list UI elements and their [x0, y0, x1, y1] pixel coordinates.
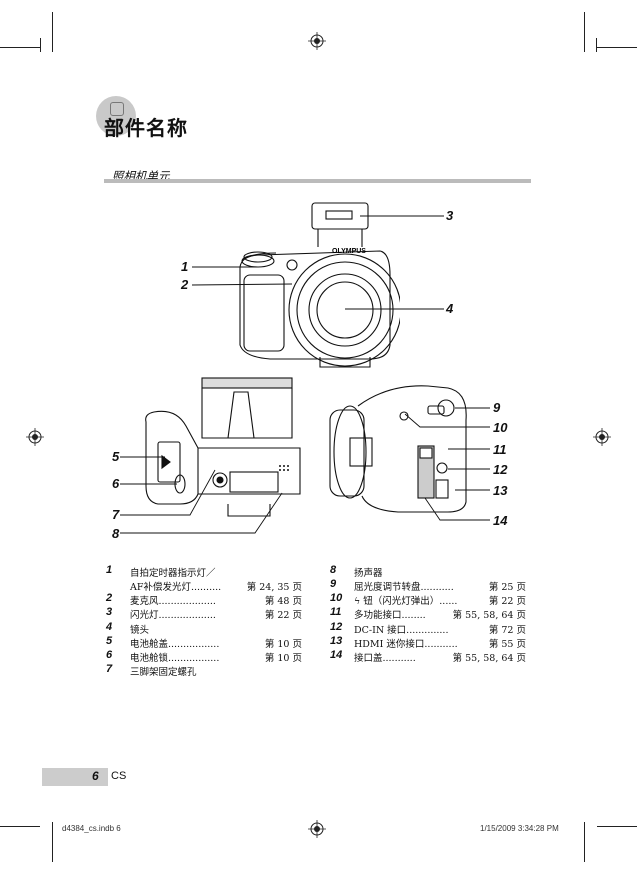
callout-6: 6	[112, 476, 120, 491]
legend-page-ref: 第 22 页	[264, 610, 302, 621]
brand-logo: OLYMPUS	[332, 248, 366, 255]
legend-text: 电池舱锁.................	[130, 653, 220, 664]
legend-text: AF补偿发光灯..........	[130, 582, 222, 593]
legend-number: 12	[330, 621, 343, 633]
legend-page-ref: 第 55, 58, 64 页	[452, 610, 526, 621]
legend-item: 13 HDMI 迷你接口........... 第 55 页	[330, 635, 526, 651]
legend-number: 1	[106, 564, 113, 576]
crop-mark	[597, 826, 637, 827]
legend-number: 8	[330, 564, 337, 576]
page-number: 6	[92, 769, 99, 783]
legend-item: 2 麦克风................... 第 48 页	[106, 592, 302, 608]
legend-page-ref: 第 25 页	[488, 582, 526, 593]
legend-page-ref: 第 10 页	[264, 639, 302, 650]
legend-text: DC-IN 接口..............	[354, 625, 449, 636]
callout-12: 12	[493, 462, 508, 477]
legend-text: 扬声器	[354, 568, 383, 579]
crop-mark	[0, 826, 40, 827]
language-code: CS	[111, 770, 127, 782]
registration-mark-icon	[26, 428, 44, 446]
legend-number: 9	[330, 578, 337, 590]
legend-number: 11	[330, 606, 342, 618]
legend-text: 麦克风...................	[130, 596, 216, 607]
legend-text: 镜头	[130, 625, 150, 636]
legend-page-ref: 第 72 页	[488, 625, 526, 636]
registration-mark-icon	[593, 428, 611, 446]
legend-text: 屈光度调节转盘...........	[354, 582, 454, 593]
legend-item: 6 电池舱锁................. 第 10 页	[106, 649, 302, 665]
legend-item: 9 屈光度调节转盘........... 第 25 页	[330, 578, 526, 594]
crop-mark	[40, 38, 41, 52]
legend-text: HDMI 迷你接口...........	[354, 639, 458, 650]
legend-number: 7	[106, 663, 113, 675]
crop-mark	[52, 822, 53, 862]
legend-page-ref: 第 55 页	[488, 639, 526, 650]
legend-text: 自拍定时器指示灯／	[130, 568, 216, 579]
crop-mark	[584, 12, 585, 52]
legend-number: 13	[330, 635, 343, 647]
crop-mark	[584, 822, 585, 862]
callout-11: 11	[493, 442, 507, 457]
registration-mark-icon	[308, 820, 326, 838]
legend-item: 10 ϟ 钮（闪光灯弹出）...... 第 22 页	[330, 592, 526, 608]
callout-10: 10	[493, 420, 508, 435]
callout-7: 7	[112, 507, 120, 522]
legend-page-ref: 第 10 页	[264, 653, 302, 664]
legend-item: 5 电池舱盖................. 第 10 页	[106, 635, 302, 651]
legend-item: 7 三脚架固定螺孔	[106, 663, 302, 679]
legend-number: 3	[106, 606, 113, 618]
camera-side-view	[329, 385, 467, 513]
legend-number: 14	[330, 649, 343, 661]
legend-item: 14 接口盖........... 第 55, 58, 64 页	[330, 649, 526, 665]
crop-mark	[596, 38, 597, 52]
legend-item: 12 DC-IN 接口.............. 第 72 页	[330, 621, 526, 637]
legend-number: 6	[106, 649, 113, 661]
legend-number: 4	[106, 621, 113, 633]
legend-item: 3 闪光灯................... 第 22 页	[106, 606, 302, 622]
camera-icon	[110, 102, 124, 116]
callout-4: 4	[446, 301, 454, 316]
legend-text: 接口盖...........	[354, 653, 416, 664]
registration-mark-icon	[308, 32, 326, 50]
callout-1: 1	[181, 259, 189, 274]
page-title: 部件名称	[104, 116, 188, 140]
slug-date: 1/15/2009 3:34:28 PM	[480, 824, 559, 833]
section-icon	[96, 96, 136, 136]
legend-text: 三脚架固定螺孔	[130, 667, 197, 678]
legend-number: 10	[330, 592, 343, 604]
camera-front-view: OLYMPUS	[239, 202, 400, 368]
callout-2: 2	[181, 277, 189, 292]
legend-item: AF补偿发光灯.......... 第 24, 35 页	[106, 579, 302, 594]
legend-item: 1 自拍定时器指示灯／	[106, 564, 302, 580]
legend-item: 4 镜头	[106, 621, 302, 637]
callout-9: 9	[493, 400, 501, 415]
legend-page-ref: 第 24, 35 页	[246, 582, 302, 593]
section-divider	[104, 179, 531, 183]
callout-14: 14	[493, 513, 508, 528]
legend-page-ref: 第 55, 58, 64 页	[452, 653, 526, 664]
legend-page-ref: 第 48 页	[264, 596, 302, 607]
legend-item: 11 多功能接口........ 第 55, 58, 64 页	[330, 606, 526, 622]
legend-text: 多功能接口........	[354, 610, 426, 621]
legend-text: 闪光灯...................	[130, 610, 216, 621]
slug-file: d4384_cs.indb 6	[62, 824, 121, 833]
legend-page-ref: 第 22 页	[488, 596, 526, 607]
legend-number: 2	[106, 592, 113, 604]
callout-3: 3	[446, 208, 454, 223]
legend-text: ϟ 钮（闪光灯弹出）......	[354, 596, 458, 607]
legend-item: 8 扬声器	[330, 564, 526, 580]
crop-mark	[0, 47, 40, 48]
callout-8: 8	[112, 526, 120, 541]
legend-number: 5	[106, 635, 113, 647]
page-number-bar	[42, 768, 108, 786]
crop-mark	[597, 47, 637, 48]
callout-13: 13	[493, 483, 508, 498]
callout-5: 5	[112, 449, 120, 464]
crop-mark	[52, 12, 53, 52]
legend-text: 电池舱盖.................	[130, 639, 220, 650]
